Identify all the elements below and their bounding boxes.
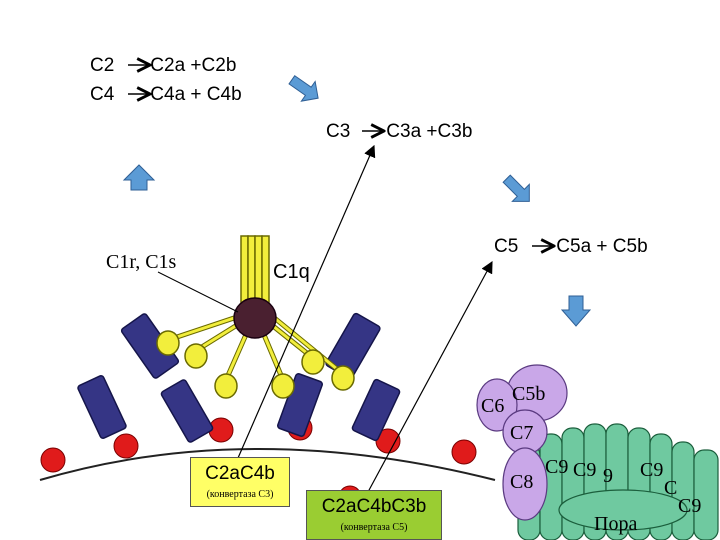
pore-label: Пора xyxy=(594,513,638,535)
reaction-c3: C3 C3a +C3b xyxy=(326,122,472,141)
c8-blob xyxy=(502,447,548,521)
c8-label: C8 xyxy=(510,471,534,493)
blue-arrow-up xyxy=(122,164,156,191)
c9-label-4: C9 xyxy=(640,459,664,481)
c6-blob xyxy=(476,378,518,432)
membrane-attack-complex xyxy=(476,364,719,540)
c3-substrate: C3 xyxy=(326,121,351,142)
c9-label-3: 9 xyxy=(603,465,613,487)
c1q-molecule xyxy=(156,235,355,399)
c5-activation-arrow xyxy=(367,260,493,493)
c2-substrate: C2 xyxy=(90,55,115,76)
blue-arrow-down xyxy=(560,295,592,327)
c3-convertase-note: (конвертаза С3) xyxy=(206,489,274,500)
c6-label: C6 xyxy=(481,395,505,417)
c1r-c1s-pointer xyxy=(157,271,239,313)
c5-convertase-name: C2aC4bC3b xyxy=(321,496,427,517)
c4-products: C4a + C4b xyxy=(150,84,242,105)
c1r-c1s-core xyxy=(233,297,277,339)
receptor-right xyxy=(277,312,401,442)
cell-membrane-curve xyxy=(39,448,496,481)
pore-opening xyxy=(558,489,688,531)
c9-label-2: C9 xyxy=(573,459,597,481)
c5-substrate: C5 xyxy=(494,236,519,257)
c1r-c1s-label: C1r, C1s xyxy=(106,251,177,273)
c9-label-6: C9 xyxy=(678,495,702,517)
c3-convertase-box: C2aC4b (конвертаза С3) xyxy=(190,457,290,507)
c5b-label: C5b xyxy=(512,383,546,405)
c4-substrate: C4 xyxy=(90,84,115,105)
c7-label: C7 xyxy=(510,422,534,444)
c1q-label: C1q xyxy=(273,261,310,283)
c5-products: C5a + C5b xyxy=(556,236,648,257)
c5-convertase-box: C2aC4bC3b (конвертаза С5) xyxy=(306,490,442,540)
c3-products: C3a +C3b xyxy=(386,121,473,142)
blue-arrow-right-down-2 xyxy=(502,174,530,202)
blue-arrow-right-down-1 xyxy=(288,75,319,102)
receptor-left xyxy=(77,313,214,443)
c5-convertase-note: (конвертаза С5) xyxy=(340,522,408,533)
c9-label-1: C9 xyxy=(545,456,569,478)
reaction-c2: C2 C2a +C2b xyxy=(90,56,236,75)
c3-convertase-name: C2aC4b xyxy=(205,463,275,484)
c2-products: C2a +C2b xyxy=(150,55,237,76)
reaction-c4: C4 C4a + C4b xyxy=(90,85,242,104)
c3-activation-arrow xyxy=(237,144,376,459)
c9-label-5: C xyxy=(664,477,678,499)
reaction-c5: C5 C5a + C5b xyxy=(494,237,648,256)
